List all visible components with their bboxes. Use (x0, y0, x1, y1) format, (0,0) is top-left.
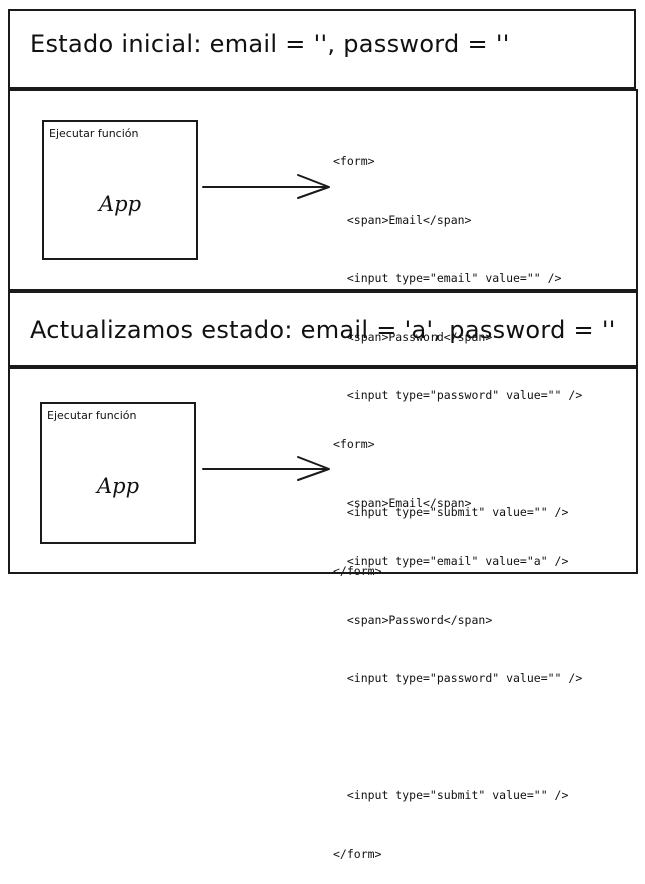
content-frame-2 (8, 367, 638, 574)
code-line: <form> (333, 154, 375, 168)
code-block-1: <form> <span>Email</span> <input type="e… (333, 113, 582, 601)
app-label-2: App (96, 474, 140, 498)
app-label-1: App (98, 192, 142, 216)
app-box-1: Ejecutar función App (42, 120, 198, 260)
arrow-icon (202, 174, 330, 199)
code-block-2: <form> <span>Email</span> <input type="e… (333, 396, 582, 884)
code-line: </form> (333, 563, 382, 578)
heading-frame-1 (8, 9, 636, 89)
code-line: <span>Password</span> (333, 329, 493, 344)
code-line: <input type="email" value="" /> (333, 271, 562, 285)
arrow-icon (202, 456, 330, 481)
panel-1-heading: Estado inicial: email = '', password = '… (30, 30, 510, 58)
code-line: <form> (333, 437, 375, 451)
app-caption-2: Ejecutar función (47, 409, 137, 422)
code-line: <input type="password" value="" /> (333, 388, 583, 402)
code-line: <span>Email</span> (333, 495, 472, 510)
code-line: <input type="submit" value="" /> (333, 505, 569, 519)
code-line: <span>Password</span> (333, 612, 493, 627)
heading-frame-2 (8, 291, 638, 367)
code-line: <input type="email" value="a" /> (333, 554, 569, 568)
content-frame-1 (8, 89, 638, 291)
code-line: <input type="password" value="" /> (333, 671, 583, 685)
code-line: <input type="submit" value="" /> (333, 788, 569, 802)
code-line (333, 728, 582, 748)
code-line: <span>Email</span> (333, 212, 472, 227)
app-box-2: Ejecutar función App (40, 402, 196, 544)
code-line: </form> (333, 846, 382, 861)
panel-2-heading: Actualizamos estado: email = 'a', passwo… (30, 316, 616, 344)
app-caption-1: Ejecutar función (49, 127, 139, 140)
